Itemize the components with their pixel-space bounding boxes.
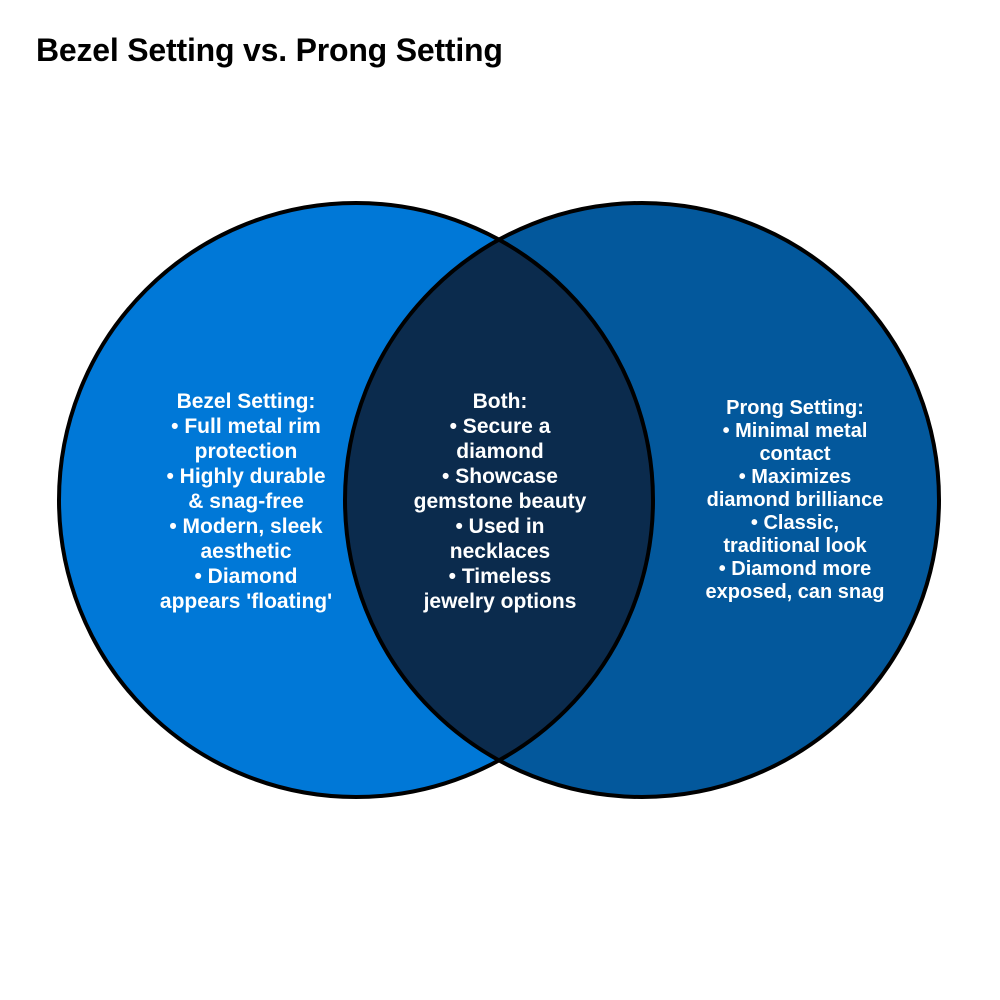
bezel-line: appears 'floating' (159, 590, 333, 613)
prong-line: diamond brilliance (706, 489, 884, 511)
bezel-line: • Modern, sleek (169, 515, 323, 538)
left-circle-outline (57, 201, 655, 799)
both-line: • Timeless (448, 565, 552, 588)
overlap-region (345, 203, 653, 797)
both-line: necklaces (449, 540, 551, 563)
bezel-line: aesthetic (200, 540, 292, 563)
bezel-heading: Bezel Setting: (176, 390, 316, 413)
both-label: Both: • Secure a diamond • Showcase gems… (370, 389, 630, 614)
bezel-line: • Highly durable (166, 465, 326, 488)
both-line: • Showcase (442, 465, 558, 488)
prong-line: • Diamond more (718, 558, 872, 580)
both-heading: Both: (472, 390, 528, 413)
prong-line: traditional look (723, 535, 867, 557)
both-line: jewelry options (423, 590, 577, 613)
bezel-line: • Full metal rim (171, 415, 321, 438)
bezel-line: • Diamond (194, 565, 298, 588)
prong-setting-label: Prong Setting: • Minimal metal contact •… (660, 397, 930, 604)
both-line: • Used in (455, 515, 545, 538)
both-line: • Secure a (449, 415, 551, 438)
prong-line: • Maximizes (738, 466, 852, 488)
both-line: diamond (456, 440, 544, 463)
prong-line: • Minimal metal (722, 420, 868, 442)
prong-line: contact (759, 443, 831, 465)
bezel-line: & snag-free (188, 490, 304, 513)
prong-heading: Prong Setting: (726, 397, 864, 419)
bezel-setting-label: Bezel Setting: • Full metal rim protecti… (106, 389, 386, 614)
diagram-title: Bezel Setting vs. Prong Setting (36, 32, 503, 68)
right-circle-outline (343, 201, 941, 799)
prong-line: exposed, can snag (705, 581, 885, 603)
bezel-line: protection (194, 440, 298, 463)
prong-line: • Classic, (750, 512, 840, 534)
both-line: gemstone beauty (413, 490, 587, 513)
